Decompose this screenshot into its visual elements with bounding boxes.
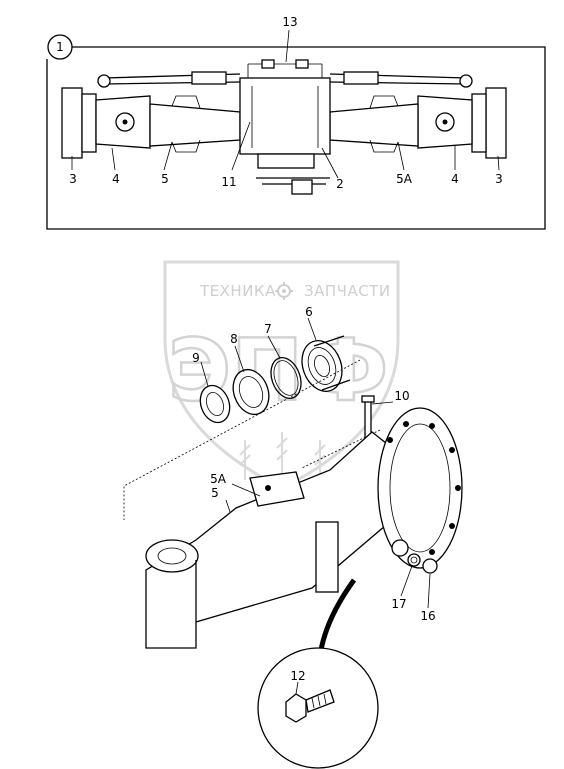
- callout-5a-exploded: 5A: [210, 472, 227, 486]
- callout-5: 5: [161, 172, 169, 186]
- callout-6: 6: [305, 305, 313, 319]
- washer-17: [407, 553, 421, 567]
- callout-8: 8: [230, 332, 238, 346]
- callout-13: 13: [282, 15, 297, 29]
- callout-12: 12: [290, 669, 305, 683]
- watermark-word-2: ЗАПЧАСТИ: [304, 282, 391, 300]
- view-number-badge: [47, 34, 73, 60]
- bearing-6: [301, 335, 351, 392]
- callout-9: 9: [192, 351, 200, 365]
- snap-ring-7: [270, 357, 302, 399]
- watermark-word-1: ТЕХНИКА: [199, 282, 276, 300]
- callout-3-left: 3: [69, 172, 77, 186]
- seal-9: [199, 384, 231, 424]
- plug-16: [422, 558, 438, 574]
- callout-4-right: 4: [451, 172, 459, 186]
- callout-10: 10: [394, 389, 409, 403]
- detail-bolt-12: [257, 647, 379, 769]
- gear-icon: [275, 282, 293, 300]
- watermark-wheat-icon: [239, 432, 326, 480]
- top-view: 1: [46, 15, 546, 230]
- callout-11: 11: [221, 175, 236, 189]
- callout-5-exploded: 5: [211, 486, 219, 500]
- exploded-leaders: [200, 317, 431, 695]
- callout-17: 17: [391, 597, 406, 611]
- callout-16: 16: [420, 609, 435, 623]
- axle-assembly-top: [61, 59, 507, 195]
- callout-2: 2: [336, 177, 344, 191]
- axle-housing-5: [145, 407, 463, 649]
- callout-7: 7: [264, 322, 272, 336]
- top-view-leaders: [71, 29, 500, 179]
- exploded-view: 6 7 8 9 10 5A 5 17 16 12: [123, 305, 463, 769]
- flange-bolts: [387, 421, 461, 555]
- top-view-frame: [46, 46, 546, 230]
- callout-3-right: 3: [495, 172, 503, 186]
- view-number-text: 1: [56, 40, 64, 54]
- assembly-guide-lines: [123, 359, 381, 520]
- callout-4-left: 4: [112, 172, 120, 186]
- callout-5a-top: 5A: [396, 172, 413, 186]
